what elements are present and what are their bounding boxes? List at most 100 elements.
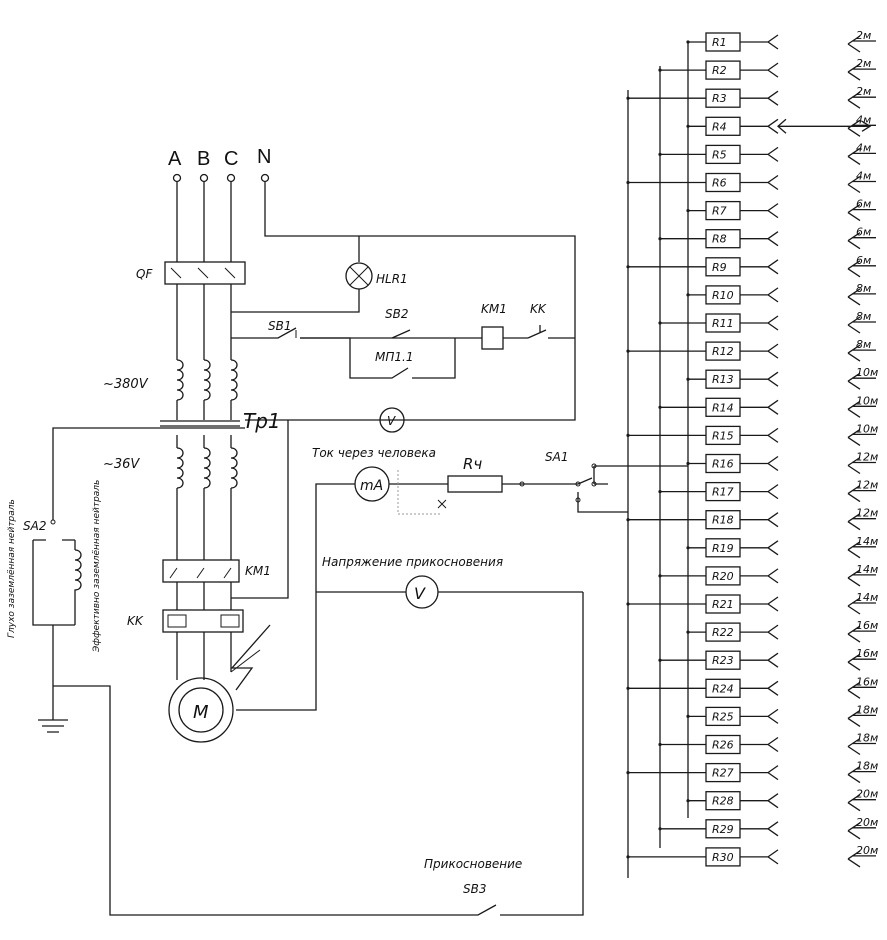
resistor-label: R11: [712, 317, 734, 330]
resistor-box: [705, 538, 741, 558]
resistor-label: R4: [712, 120, 727, 133]
distance-label: 12м: [856, 451, 878, 464]
qf-label: QF: [136, 267, 153, 281]
sa2-label: SA2: [23, 519, 46, 533]
resistor-box: [705, 369, 741, 389]
distance-label: 10м: [856, 394, 878, 407]
resistor-box: [705, 285, 741, 305]
kk-contact-label: KK: [530, 302, 547, 316]
resistor-label: R17: [712, 486, 734, 499]
neutral-label: N: [257, 146, 271, 168]
resistor-box: [705, 60, 741, 80]
resistor-box: [705, 510, 741, 530]
resistor-box: [705, 397, 741, 417]
insulated-neutral-label: Глухо заземлённая нейтраль: [7, 499, 17, 638]
distance-label: 4м: [856, 170, 871, 183]
hlr1-label: HLR1: [376, 272, 408, 286]
km1-contactor: KM1: [162, 559, 271, 583]
resistor-label: R28: [712, 795, 734, 808]
tp1-label: Тр1: [243, 409, 281, 433]
distance-label: 8м: [856, 310, 871, 323]
distance-label: 14м: [856, 535, 878, 548]
resistor-label: R2: [712, 64, 727, 77]
resistor-label: R7: [712, 205, 727, 218]
resistor-box: [705, 594, 741, 614]
touch-sb3: Прикосновение SB3: [424, 857, 522, 896]
resistor-label: R9: [712, 261, 727, 274]
voltmeter2-label: V: [414, 584, 426, 603]
resistor-label: R21: [712, 598, 734, 611]
resistor-box: [705, 257, 741, 277]
resistor-box: [705, 481, 741, 502]
distance-label: 6м: [856, 254, 871, 267]
distance-label: 18м: [856, 760, 878, 773]
mp-label: МП1.1: [375, 350, 413, 364]
sa1-switch: SA1: [545, 450, 688, 513]
distance-label: 12м: [856, 507, 878, 520]
distance-label: 20м: [856, 788, 878, 801]
resistor-row-12: R12 8м: [626, 338, 876, 362]
resistor-row-14: R14 10м: [658, 394, 878, 418]
distance-label: 18м: [856, 703, 878, 716]
phase-c-label: C: [224, 148, 238, 170]
resistor-box: [705, 88, 741, 108]
resistor-box: [705, 453, 741, 474]
transformer-secondary: ~36V: [103, 447, 238, 489]
resistor-label: R18: [712, 514, 734, 527]
sb2-label: SB2: [385, 307, 408, 321]
distance-label: 4м: [856, 141, 871, 154]
voltmeter-1: V: [379, 407, 405, 433]
resistor-box: [705, 847, 741, 867]
resistor-box: [705, 32, 741, 52]
distance-label: 14м: [856, 563, 878, 576]
transformer-primary: ~380V Тр1: [103, 359, 281, 433]
resistor-label: R3: [712, 92, 727, 105]
distance-label: 2м: [856, 85, 871, 98]
resistor-label: R14: [712, 401, 734, 414]
rh-resistor: [447, 475, 503, 493]
terminal-b: [199, 173, 209, 183]
distance-label: 4м: [856, 113, 871, 126]
phase-lines: [176, 182, 232, 680]
resistor-label: R20: [712, 570, 734, 583]
resistor-label: R15: [712, 429, 734, 442]
resistor-label: R26: [712, 739, 734, 752]
sb1-label: SB1: [268, 319, 291, 333]
distance-label: 6м: [856, 198, 871, 211]
resistor-label: R12: [712, 345, 734, 358]
resistor-row-7: R7 6м: [686, 198, 876, 222]
distance-label: 14м: [856, 591, 878, 604]
resistor-row-11: R11 8м: [658, 310, 876, 334]
resistor-ladder: R12мR22мR32мR44мR54мR64мR76мR86мR96мR108…: [626, 29, 878, 868]
resistor-box: [705, 819, 741, 839]
resistor-row-20: R20 14м: [658, 563, 878, 587]
resistor-row-4: R4 4м: [686, 113, 876, 137]
resistor-box: [705, 622, 741, 642]
sb3-label: SB3: [463, 882, 486, 896]
terminal-n: [260, 173, 270, 183]
current-through-human: Ток через человека mA Rч: [236, 446, 581, 711]
distance-label: 8м: [856, 282, 871, 295]
resistor-row-26: R26 18м: [658, 732, 878, 756]
distance-label: 20м: [856, 816, 878, 829]
resistor-row-9: R9 6м: [626, 254, 876, 278]
distance-label: 8м: [856, 338, 871, 351]
distance-label: 18м: [856, 732, 878, 745]
terminal-a: [172, 173, 182, 183]
phase-b-label: B: [197, 148, 210, 170]
distance-label: 10м: [856, 366, 878, 379]
resistor-label: R8: [712, 233, 727, 246]
resistor-row-3: R3 2м: [626, 85, 876, 109]
sa1-label: SA1: [545, 450, 568, 464]
resistor-box: [705, 791, 741, 811]
